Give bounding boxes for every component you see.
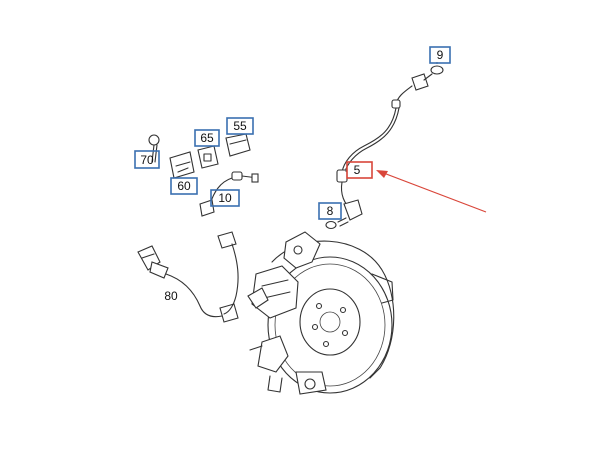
callout-80[interactable]: 80 <box>164 289 178 303</box>
callout-55-label: 55 <box>233 119 247 133</box>
callout-9[interactable]: 9 <box>429 46 451 64</box>
callout-80-label: 80 <box>164 289 178 303</box>
callout-10[interactable]: 10 <box>210 189 240 207</box>
part-70-bolt <box>148 134 160 163</box>
part-55-connector <box>225 133 251 157</box>
callout-5[interactable]: 5 <box>346 161 373 179</box>
wheel-hub-assembly <box>247 231 395 395</box>
part-80-sensor <box>137 231 239 323</box>
callout-8-label: 8 <box>327 204 334 218</box>
highlight-arrow <box>376 170 487 213</box>
part-8-washer <box>325 217 349 230</box>
callout-70[interactable]: 70 <box>134 150 160 169</box>
callout-5-label: 5 <box>354 163 361 177</box>
callout-55[interactable]: 55 <box>226 117 254 135</box>
callout-8[interactable]: 8 <box>318 202 342 220</box>
part-9-sensor-tip <box>391 65 444 109</box>
callout-65[interactable]: 65 <box>194 129 220 147</box>
callout-65-label: 65 <box>200 131 214 145</box>
callout-9-label: 9 <box>437 48 444 62</box>
part-60-bracket <box>169 151 195 179</box>
callout-10-label: 10 <box>218 191 232 205</box>
part-65-clip <box>197 145 219 169</box>
callout-70-label: 70 <box>140 153 154 167</box>
part-5-sensor-cable <box>336 107 400 221</box>
callout-60-label: 60 <box>177 179 191 193</box>
callout-60[interactable]: 60 <box>170 177 198 195</box>
